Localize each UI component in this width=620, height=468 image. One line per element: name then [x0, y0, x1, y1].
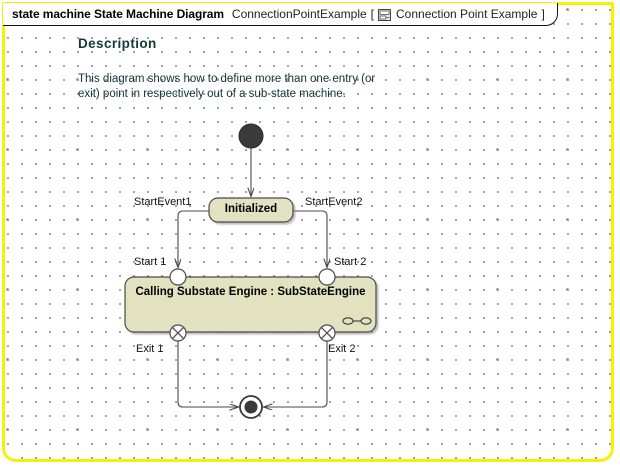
diagram-kind-label: state machine State Machine Diagram: [12, 7, 224, 21]
state-substate-label: Calling Substate Engine : SubStateEngine: [135, 286, 366, 298]
description-title: Description: [78, 36, 157, 51]
bracket-close: ]: [541, 7, 545, 21]
description-line-2: exit) point in respectively out of a sub…: [78, 88, 346, 100]
entry-point-label-start2: Start 2: [334, 256, 367, 268]
initial-pseudostate-node[interactable]: [238, 123, 264, 149]
exit-point-label-exit1: Exit 1: [136, 343, 164, 355]
state-initialized-label: Initialized: [224, 203, 278, 215]
exit-point-exit1-node[interactable]: [169, 324, 187, 342]
diagram-name-label: ConnectionPointExample: [231, 7, 367, 21]
transition-exit2-to-final[interactable]: [264, 341, 328, 407]
description-line-1: This diagram shows how to define more th…: [78, 73, 376, 85]
diagram-header-tab[interactable]: state machine State Machine Diagram Conn…: [3, 3, 558, 26]
transition-startevent1[interactable]: [178, 210, 209, 267]
state-initialized-node[interactable]: [208, 197, 294, 223]
transition-startevent2[interactable]: [293, 210, 327, 267]
entry-point-start2-node[interactable]: [318, 268, 336, 286]
entry-point-label-start1: Start 1: [134, 256, 167, 268]
submachine-indicator-icon: [342, 317, 372, 325]
entry-point-start1-node[interactable]: [169, 268, 187, 286]
bracket-open: [: [370, 7, 375, 21]
description-body: This diagram shows how to define more th…: [78, 72, 438, 102]
transition-label-startevent2: StartEvent2: [305, 196, 363, 208]
transition-exit1-to-final[interactable]: [177, 341, 238, 407]
diagram-qualified-label: Connection Point Example: [396, 7, 538, 21]
state-machine-icon: [378, 8, 392, 22]
exit-point-exit2-node[interactable]: [318, 324, 336, 342]
state-substate-engine-node[interactable]: [124, 276, 377, 333]
exit-point-label-exit2: Exit 2: [328, 343, 356, 355]
transition-label-startevent1: StartEvent1: [134, 196, 192, 208]
final-state-node[interactable]: [239, 395, 263, 419]
